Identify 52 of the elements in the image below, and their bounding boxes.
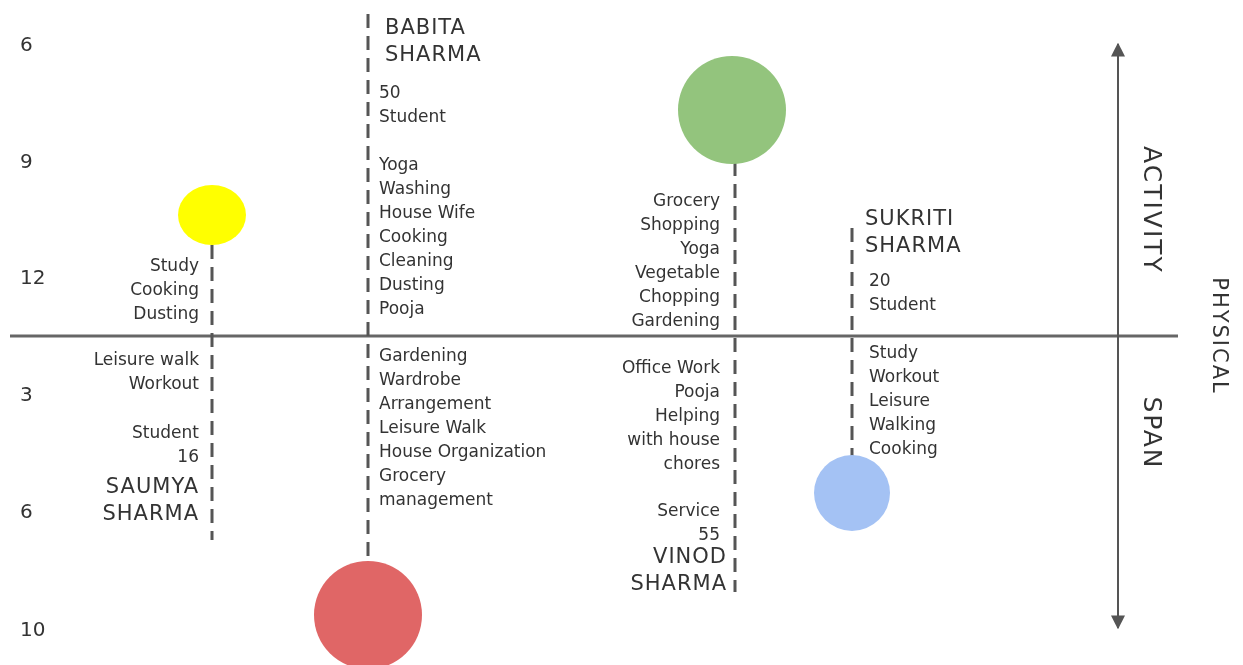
activity-item: Cooking xyxy=(379,225,448,248)
activity-item: Vegetable Chopping xyxy=(633,261,720,308)
activity-item: Leisure xyxy=(869,389,931,412)
axis-number: 6 xyxy=(20,499,33,523)
profile-text: 55 xyxy=(698,523,720,546)
profile-text: 50 xyxy=(379,81,401,104)
activity-item: Cooking xyxy=(869,437,938,460)
activity-item: Dusting xyxy=(379,273,445,296)
activity-item: Workout xyxy=(869,365,940,388)
activity-item: House Wife xyxy=(379,201,476,224)
activity-item: Study xyxy=(869,341,919,364)
profile-text: Student xyxy=(869,293,936,316)
activity-item: House Organization xyxy=(379,440,547,463)
axis-title: PHYSICAL xyxy=(1208,277,1232,395)
activity-item: Pooja xyxy=(674,380,720,403)
activity-item: Grocery Shopping xyxy=(639,189,720,236)
person-name: BABITA SHARMA xyxy=(385,14,483,68)
activity-item: Pooja xyxy=(379,297,425,320)
activity-item: Workout xyxy=(128,372,199,395)
activity-item: Cleaning xyxy=(379,249,454,272)
activity-item: Cooking xyxy=(130,278,199,301)
profile-text: 20 xyxy=(869,269,891,292)
activity-item: Leisure Walk xyxy=(379,416,487,439)
activity-item: Gardening xyxy=(631,309,720,332)
profile-text: Service xyxy=(657,499,720,522)
activity-item: Gardening xyxy=(379,344,468,367)
person-name: VINOD SHARMA xyxy=(629,543,727,597)
activity-item: Grocery management xyxy=(379,464,494,511)
profile-text: 16 xyxy=(177,445,199,468)
circle-marker xyxy=(678,56,786,164)
axis-title: SPAN xyxy=(1137,396,1167,470)
activity-item: Dusting xyxy=(133,302,199,325)
axis-number: 3 xyxy=(20,382,33,406)
activity-item: Washing xyxy=(379,177,452,200)
axis-number: 9 xyxy=(20,149,33,173)
activity-item: Wardrobe Arrangement xyxy=(379,368,493,415)
person-name: SAUMYA SHARMA xyxy=(101,473,199,527)
axis-title: ACTIVITY xyxy=(1137,146,1167,274)
activity-item: Office Work xyxy=(621,356,720,379)
circle-marker xyxy=(178,185,246,245)
axis-number: 10 xyxy=(20,617,46,641)
activity-item: Leisure walk xyxy=(93,348,199,371)
activity-item: Walking xyxy=(869,413,936,436)
profile-text: Student xyxy=(132,421,199,444)
activity-item: Study xyxy=(149,254,199,277)
axis-number: 6 xyxy=(20,32,33,56)
activity-item: Helping with house chores xyxy=(626,404,720,475)
activity-item: Yoga xyxy=(379,153,419,176)
activity-item: Yoga xyxy=(680,237,720,260)
person-name: SUKRITI SHARMA xyxy=(865,205,963,259)
profile-text: Student xyxy=(379,105,446,128)
axis-number: 12 xyxy=(20,265,46,289)
